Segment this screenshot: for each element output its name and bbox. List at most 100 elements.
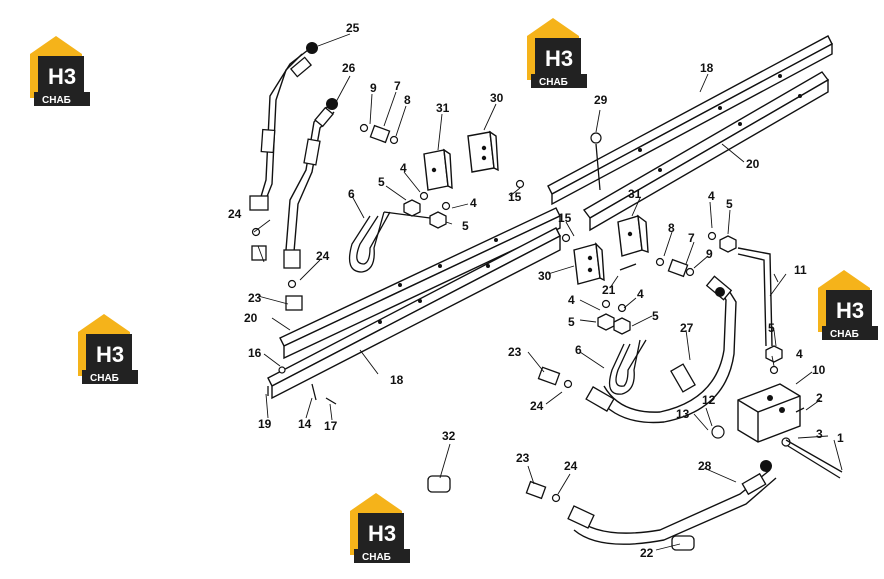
o-rings [251,123,791,503]
callout-31: 31 [436,101,450,115]
callout-24: 24 [530,399,544,413]
nut-5 [719,235,737,253]
callout-2: 2 [816,391,823,405]
callout-24: 24 [564,459,578,473]
logo-caption: СНАБ [90,373,119,384]
callout-18: 18 [700,61,714,75]
callout-17: 17 [324,419,338,433]
coil-6-left [348,211,385,273]
tube-11 [737,247,773,347]
callout-18: 18 [390,373,404,387]
callout-20: 20 [746,157,760,171]
bolt-17 [325,397,337,405]
callout-25: 25 [346,21,360,35]
logo-mid-left: H3 СНАБ [78,314,138,384]
callout-14: 14 [298,417,312,431]
callout-26: 26 [342,61,356,75]
rail-20-lower [279,207,561,347]
callout-1: 1 [837,431,844,445]
callout-31: 31 [628,187,642,201]
callout-10: 10 [812,363,826,377]
logo-caption: СНАБ [830,329,859,340]
bolt-14 [311,383,317,401]
hoses [259,49,777,545]
callout-20: 20 [244,311,258,325]
logo-caption: СНАБ [42,95,71,106]
bolts [267,143,843,479]
rails [267,35,833,400]
callout-labels: 1 2 3 4 4 4 4 4 4 5 5 5 5 5 5 6 6 7 7 8 … [228,21,844,560]
callout-23: 23 [516,451,530,465]
coils [348,211,647,395]
callout-6: 6 [575,343,582,357]
callout-24: 24 [316,249,330,263]
callout-23: 23 [248,291,262,305]
callout-19: 19 [258,417,272,431]
clamp-22 [671,535,695,551]
callout-5: 5 [378,175,385,189]
fitting-7 [369,124,391,144]
callout-5: 5 [462,219,469,233]
logo-mid-right: H3 СНАБ [818,270,878,340]
callout-28: 28 [698,459,712,473]
logo-bottom-center: H3 СНАБ [350,493,410,563]
callout-4: 4 [708,189,715,203]
pin-21 [619,263,637,271]
callout-7: 7 [394,79,401,93]
nut-5 [597,313,615,331]
leader-lines [253,33,843,551]
hose-nuts [306,42,772,472]
valve-blocks [423,130,801,443]
callout-4: 4 [400,161,407,175]
nut-5 [403,199,421,217]
logo-caption: СНАБ [539,77,568,88]
hose-26 [285,105,329,251]
callout-5: 5 [726,197,733,211]
callout-5: 5 [568,315,575,329]
rail-18-lower [267,227,561,387]
callout-15: 15 [558,211,572,225]
block-10 [737,383,801,443]
sensor-23 [251,245,267,261]
elbow-23 [285,295,303,311]
callout-4: 4 [796,347,803,361]
rail-holes [378,74,802,324]
callout-13: 13 [676,407,690,421]
block-ports [431,145,785,413]
logo-mark: H3 [368,521,396,546]
callout-9: 9 [706,247,713,261]
callout-8: 8 [404,93,411,107]
logo-mark: H3 [48,64,76,89]
nut-5 [765,345,783,363]
bolt-1 [785,439,843,473]
callout-11: 11 [794,263,807,277]
callout-9: 9 [370,81,377,95]
callout-6: 6 [348,187,355,201]
logo-caption: СНАБ [362,552,391,563]
callout-29: 29 [594,93,608,107]
hose-27 [603,283,727,413]
callout-4: 4 [470,196,477,210]
callout-12: 12 [702,393,716,407]
fittings [251,124,783,551]
callout-4: 4 [637,287,644,301]
callout-7: 7 [688,231,695,245]
callout-24: 24 [228,207,242,221]
nut-5 [429,211,447,229]
callout-21: 21 [602,283,616,297]
callout-27: 27 [680,321,694,335]
logo-mark: H3 [545,46,573,71]
callout-23: 23 [508,345,522,359]
callout-4: 4 [568,293,575,307]
hose-fittings [249,56,767,529]
sensor-23 [525,480,547,500]
logo-top-left: H3 СНАБ [30,36,90,106]
callout-5: 5 [768,321,775,335]
callout-3: 3 [816,427,823,441]
clamp-32 [427,475,451,493]
logo-mark: H3 [96,342,124,367]
callout-15: 15 [508,190,522,204]
callout-16: 16 [248,346,262,360]
callout-30: 30 [538,269,552,283]
